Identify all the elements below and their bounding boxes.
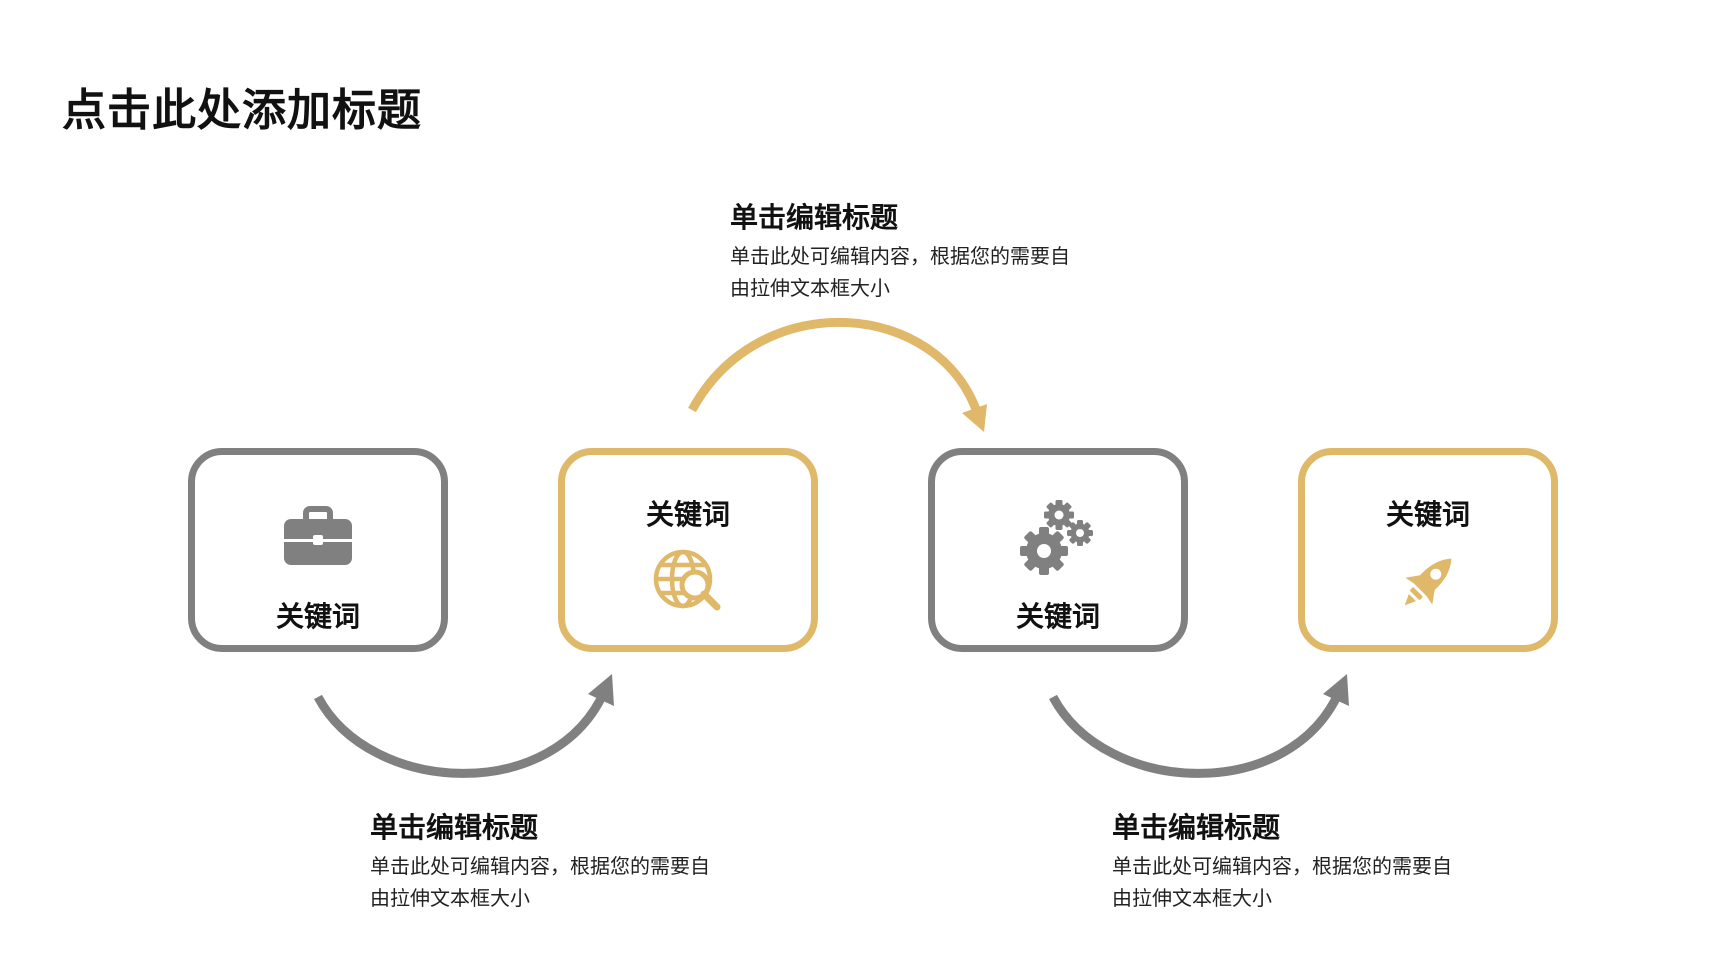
globe-search-icon [653, 547, 723, 619]
card-label: 关键词 [645, 498, 730, 531]
text-block-1[interactable]: 单击编辑标题 单击此处可编辑内容，根据您的需要自由拉伸文本框大小 [370, 810, 710, 914]
card-2[interactable]: 关键词 [558, 448, 818, 652]
block-title: 单击编辑标题 [730, 201, 899, 234]
text-block-3[interactable]: 单击编辑标题 单击此处可编辑内容，根据您的需要自由拉伸文本框大小 [1112, 810, 1452, 914]
card-3[interactable]: 关键词 [928, 448, 1188, 652]
arrow-card2-to-card3 [688, 318, 987, 432]
gears-icon [1018, 497, 1098, 581]
briefcase-icon [282, 505, 354, 573]
rocket-icon [1393, 547, 1463, 621]
card-label: 关键词 [1015, 600, 1100, 633]
text-block-2[interactable]: 单击编辑标题 单击此处可编辑内容，根据您的需要自由拉伸文本框大小 [730, 200, 1070, 304]
page-title[interactable]: 点击此处添加标题 [62, 85, 422, 136]
block-title: 单击编辑标题 [1112, 811, 1281, 844]
block-desc: 单击此处可编辑内容，根据您的需要自由拉伸文本框大小 [730, 244, 1070, 300]
card-label: 关键词 [275, 600, 360, 633]
block-title: 单击编辑标题 [370, 811, 539, 844]
block-desc: 单击此处可编辑内容，根据您的需要自由拉伸文本框大小 [370, 854, 710, 910]
card-4[interactable]: 关键词 [1298, 448, 1558, 652]
arrow-card3-to-card4 [1049, 674, 1349, 778]
block-desc: 单击此处可编辑内容，根据您的需要自由拉伸文本框大小 [1112, 854, 1452, 910]
card-label: 关键词 [1385, 498, 1470, 531]
arrow-card1-to-card2 [314, 674, 614, 778]
card-1[interactable]: 关键词 [188, 448, 448, 652]
